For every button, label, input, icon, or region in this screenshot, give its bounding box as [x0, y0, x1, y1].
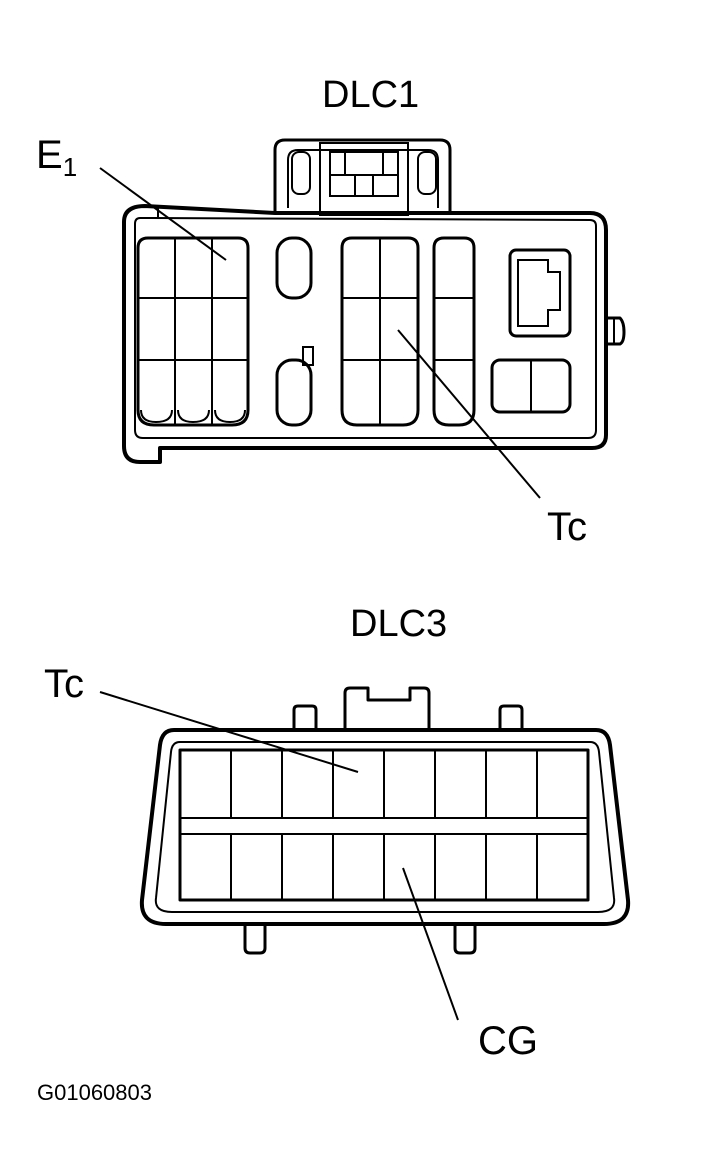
dlc1-connector: DLC1	[36, 74, 626, 549]
dlc1-pin-e1-label: E1	[36, 133, 77, 182]
dlc3-pin-tc-label: Tc	[44, 662, 84, 706]
dlc3-connector: DLC3	[44, 603, 631, 1063]
dlc3-pin-cg-callout: CG	[402, 867, 538, 1063]
dlc3-pin-cg-leader	[402, 867, 459, 1021]
dlc1-title: DLC1	[322, 74, 419, 116]
dlc1-pin-tc-callout: Tc	[397, 329, 587, 549]
dlc1-bottom-right-cavity	[490, 358, 572, 414]
dlc3-housing	[139, 728, 631, 926]
dlc1-right-cavity-column	[432, 236, 476, 427]
dlc1-pin-tc-leader	[397, 329, 541, 499]
dlc1-top-latch	[273, 138, 452, 216]
dlc3-title: DLC3	[350, 603, 447, 645]
dlc3-pin-grid	[178, 748, 590, 902]
dlc3-pin-tc-leader	[99, 691, 359, 773]
dlc1-pin-tc-label: Tc	[547, 505, 587, 549]
dlc1-housing	[122, 204, 626, 464]
dlc1-left-cavity-block	[136, 236, 250, 427]
dlc1-small-socket	[508, 248, 572, 338]
dlc1-round-cavities	[275, 236, 314, 427]
dlc3-pin-cg-label: CG	[478, 1019, 538, 1063]
dlc3-top-key	[292, 686, 524, 732]
dlc1-pin-e1-callout: E1	[36, 133, 227, 261]
dlc1-center-cavity-block	[340, 236, 420, 427]
dlc1-pin-e1-leader	[99, 167, 227, 261]
dlc3-pin-tc-callout: Tc	[44, 662, 359, 773]
figure-code: G01060803	[37, 1080, 152, 1105]
dlc3-bottom-pegs	[243, 922, 477, 955]
